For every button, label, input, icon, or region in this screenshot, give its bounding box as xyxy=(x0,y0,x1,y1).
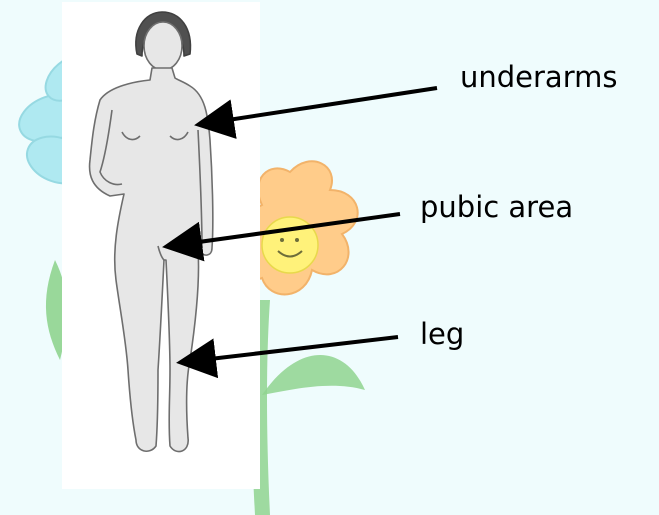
leg-label: leg xyxy=(420,320,464,349)
underarms-label: underarms xyxy=(460,63,617,92)
pubic-area-label: pubic area xyxy=(420,193,573,222)
head xyxy=(144,22,182,70)
